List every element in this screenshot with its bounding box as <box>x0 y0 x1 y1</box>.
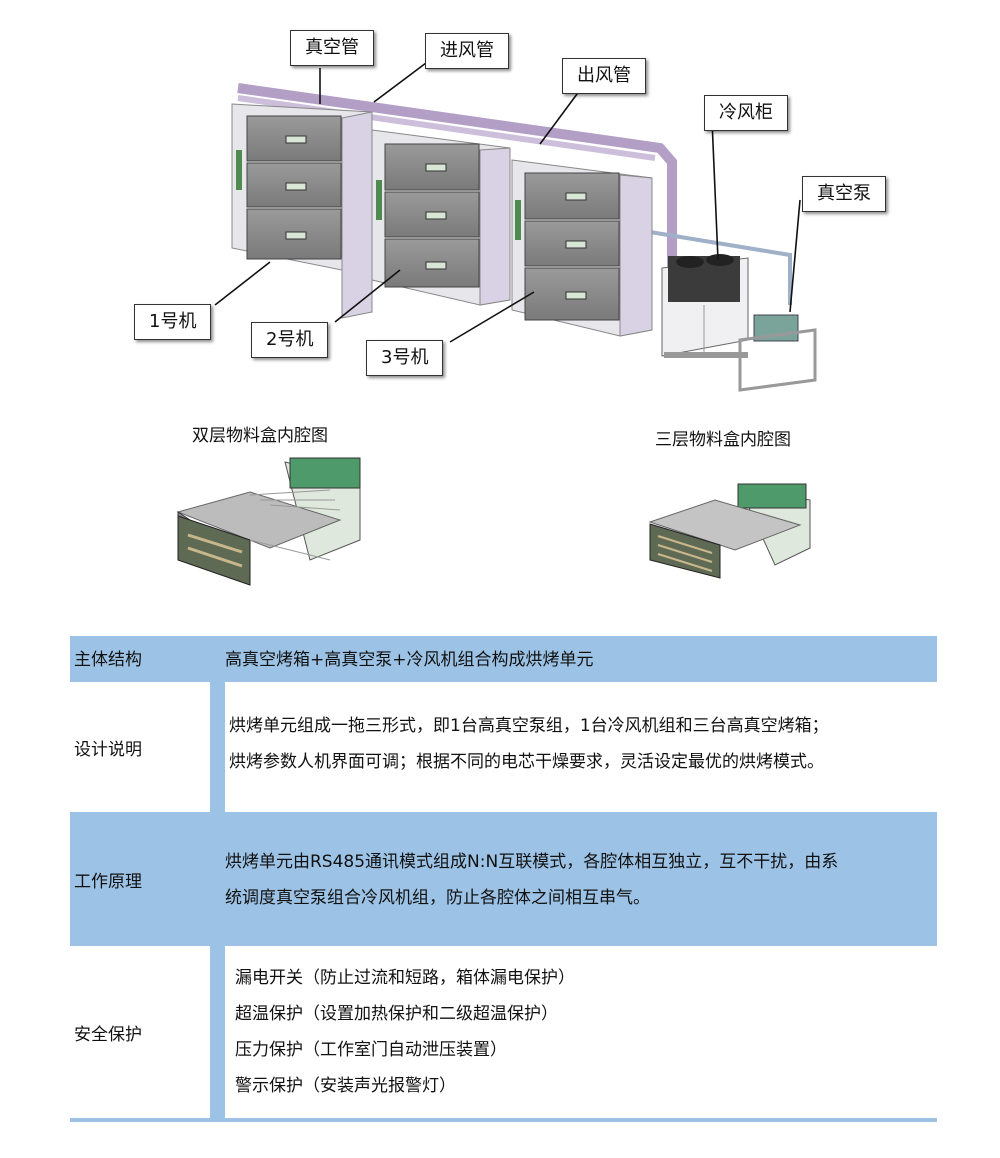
oven-3 <box>511 159 653 337</box>
spec-row-principle: 工作原理 烘烤单元由RS485通讯模式组成N:N互联模式，各腔体相互独立，互不干… <box>70 816 937 942</box>
spec-line: 压力保护（工作室门自动泄压装置） <box>235 1040 507 1060</box>
spec-label: 安全保护 <box>70 946 210 1118</box>
spec-label: 主体结构 <box>74 649 142 670</box>
callout-machine-1: 1号机 <box>134 304 212 340</box>
spec-value: 烘烤单元由RS485通讯模式组成N:N互联模式，各腔体相互独立，互不干扰，由系 … <box>225 816 937 942</box>
spec-line: 警示保护（安装声光报警灯） <box>235 1076 456 1096</box>
leader-lines <box>214 59 801 343</box>
cooling-cabinet <box>661 254 749 358</box>
caption-double-layer: 双层物料盒内腔图 <box>192 426 328 446</box>
spec-line: 烘烤参数人机界面可调；根据不同的电芯干燥要求，灵活设定最优的烘烤模式。 <box>229 752 824 772</box>
spec-row-structure: 主体结构 高真空烤箱+高真空泵+冷风机组合构成烘烤单元 <box>70 636 937 678</box>
spec-line: 超温保护（设置加热保护和二级超温保护） <box>235 1004 558 1024</box>
spec-line: 烘烤单元由RS485通讯模式组成N:N互联模式，各腔体相互独立，互不干扰，由系 <box>225 852 839 872</box>
equipment-diagram: 真空管 进风管 出风管 冷风柜 真空泵 1号机 2号机 3号机 双层物料盒内腔图… <box>134 30 886 586</box>
callout-inlet-pipe: 进风管 <box>425 33 509 69</box>
spec-line: 高真空烤箱+高真空泵+冷风机组合构成烘烤单元 <box>225 650 594 670</box>
spec-line: 统调度真空泵组合冷风机组，防止各腔体之间相互串气。 <box>225 888 650 908</box>
spec-line: 烘烤单元组成一拖三形式，即1台高真空泵组，1台冷风机组和三台高真空烤箱； <box>229 716 829 736</box>
callout-machine-3: 3号机 <box>366 340 444 376</box>
triple-layer-cavity-illustration <box>648 483 811 579</box>
callout-outlet-pipe: 出风管 <box>562 58 646 94</box>
callout-vacuum-pipe: 真空管 <box>290 30 374 66</box>
double-layer-cavity-illustration <box>176 457 361 586</box>
oven-2 <box>371 129 511 306</box>
vacuum-pump <box>738 314 817 392</box>
callout-machine-2: 2号机 <box>251 322 329 358</box>
spec-value: 漏电开关（防止过流和短路，箱体漏电保护） 超温保护（设置加热保护和二级超温保护）… <box>225 946 937 1118</box>
spec-line: 漏电开关（防止过流和短路，箱体漏电保护） <box>235 968 575 988</box>
spec-row-design: 设计说明 烘烤单元组成一拖三形式，即1台高真空泵组，1台冷风机组和三台高真空烤箱… <box>70 678 937 816</box>
spec-label: 设计说明 <box>70 682 210 812</box>
callout-cooling-cabinet: 冷风柜 <box>704 95 788 131</box>
equipment-illustration <box>176 59 817 586</box>
spec-value: 烘烤单元组成一拖三形式，即1台高真空泵组，1台冷风机组和三台高真空烤箱； 烘烤参… <box>225 682 937 812</box>
callout-vacuum-pump: 真空泵 <box>802 176 886 212</box>
spec-row-safety: 安全保护 漏电开关（防止过流和短路，箱体漏电保护） 超温保护（设置加热保护和二级… <box>70 942 937 1122</box>
oven-1 <box>231 103 373 319</box>
spec-label: 工作原理 <box>74 871 142 892</box>
caption-triple-layer: 三层物料盒内腔图 <box>655 430 791 450</box>
spec-value: 高真空烤箱+高真空泵+冷风机组合构成烘烤单元 <box>225 636 937 678</box>
